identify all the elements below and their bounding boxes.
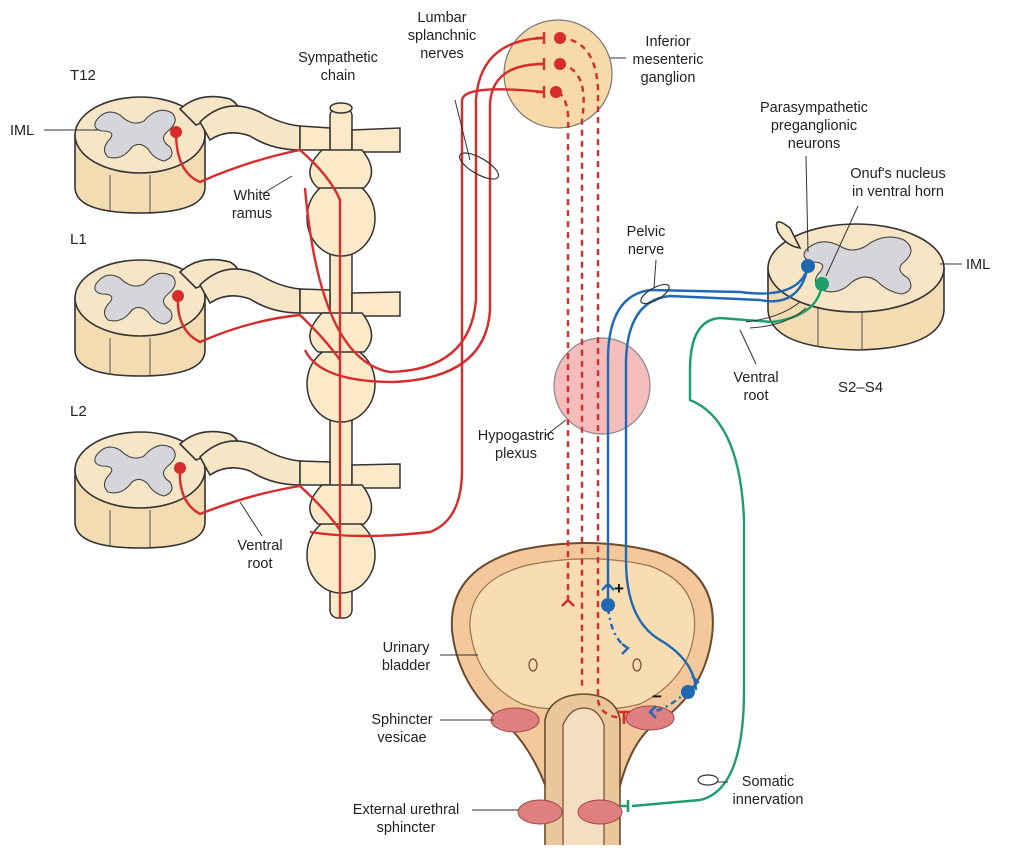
parasympathetic-neuron [801,259,815,273]
onufs-nucleus-label-1: Onuf's nucleus [850,166,945,182]
sphincter-vesicae-label-2: vesicae [377,730,426,746]
lumbar-splanchnic-label-3: nerves [420,46,464,62]
pelvic-nerve-label-2: nerve [628,242,664,258]
hypogastric-plexus-label-2: plexus [495,446,537,462]
white-ramus-label-2: ramus [232,206,272,222]
spinal-segment-l1 [74,258,301,377]
ventral-root-left-label-1: Ventral [237,538,282,554]
external-urethral-label-1: External urethral [353,802,459,818]
urinary-bladder [450,542,714,845]
somatic-innervation-label-1: Somatic [742,774,794,790]
ventral-root-left-label-2: root [248,556,273,572]
ventral-root-right-label-2: root [744,388,769,404]
sympathetic-chain [299,102,401,619]
iml-label-left: IML [10,123,34,139]
urinary-bladder-label-2: bladder [382,658,431,674]
segment-label-l1: L1 [70,231,87,248]
somatic-innervation-label-2: innervation [733,792,804,808]
sympathetic-chain-label-2: chain [321,68,356,84]
lumbar-splanchnic-label-2: splanchnic [408,28,477,44]
inhibitory-neuron [681,685,695,699]
inferior-mesenteric-label-1: Inferior [645,34,690,50]
pelvic-nerve-label-1: Pelvic [627,224,666,240]
somatic-pathway [620,283,824,812]
excitatory-sign: + [614,579,624,598]
iml-neuron-t12 [170,126,182,138]
onufs-nucleus-neuron [815,277,829,291]
sphincter-vesicae-label-1: Sphincter [371,712,432,728]
ganglion-neuron-1 [554,32,566,44]
parasympathetic-label-2: preganglionic [771,118,857,134]
pelvic-bundle-ring [640,283,670,305]
inferior-mesenteric-label-3: ganglion [641,70,696,86]
external-urethral-sphincter [517,799,623,825]
sphincter-vesicae [490,705,675,733]
iml-label-right: IML [966,257,990,273]
urinary-bladder-label-1: Urinary [383,640,430,656]
spinal-segment-sacral [767,221,945,351]
sympathetic-chain-label-1: Sympathetic [298,50,378,66]
segment-label-l2: L2 [70,403,87,420]
lumbar-splanchnic-label-1: Lumbar [417,10,466,26]
segment-label-sacral: S2–S4 [838,379,883,396]
parasympathetic-label-1: Parasympathetic [760,100,868,116]
external-urethral-label-2: sphincter [377,820,436,836]
iml-neuron-l1 [172,290,184,302]
white-ramus-label-1: White [233,188,270,204]
inhibitory-sign: − [652,687,662,706]
hypogastric-plexus-label-1: Hypogastric [478,428,555,444]
inferior-mesenteric-label-2: mesenteric [633,52,704,68]
ganglion-neuron-2 [554,58,566,70]
somatic-bundle-ring [697,774,719,786]
parasympathetic-label-3: neurons [788,136,840,152]
bladder-wall-neuron [601,598,615,612]
iml-neuron-l2 [174,462,186,474]
splanchnic-bundle-ring [458,152,500,180]
segment-label-t12: T12 [70,67,96,84]
ventral-root-right-label-1: Ventral [733,370,778,386]
onufs-nucleus-label-2: in ventral horn [852,184,944,200]
ganglion-neuron-3 [550,86,562,98]
leader-lines [44,57,962,811]
spinal-segment-l2 [74,430,301,549]
